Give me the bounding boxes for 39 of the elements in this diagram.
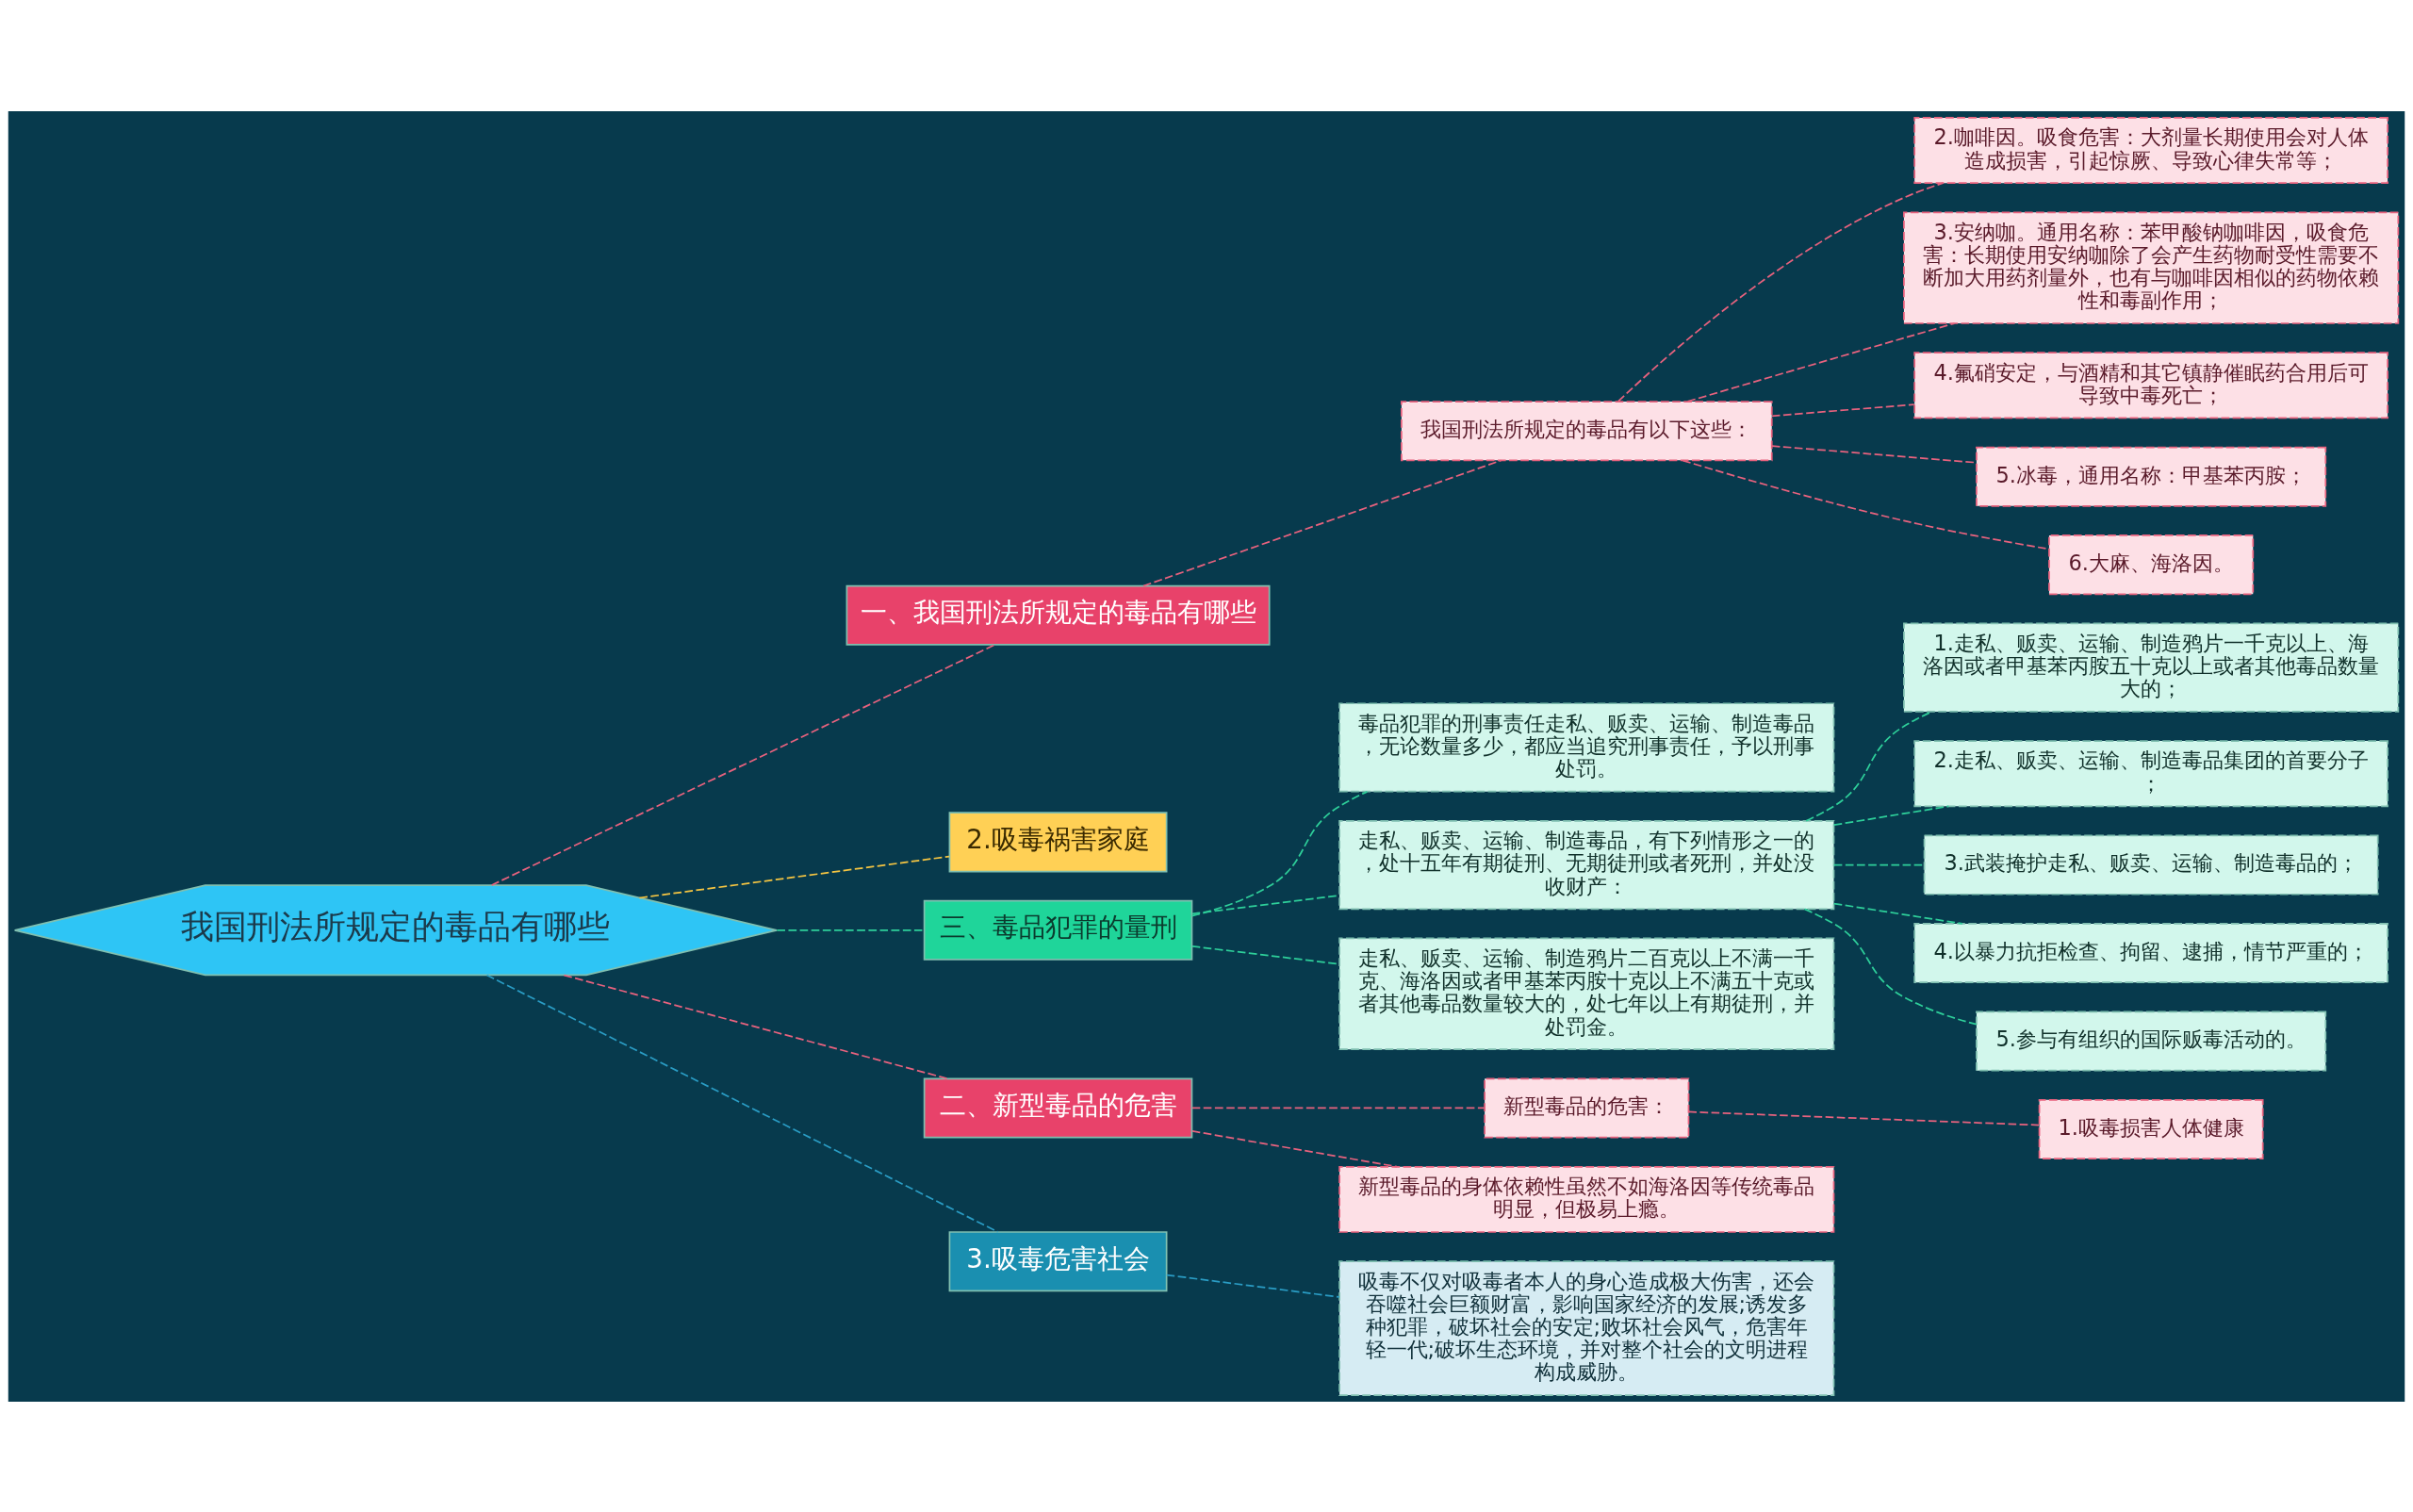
connector [1165,1274,1340,1298]
connector [1687,1110,2040,1126]
connector [1191,1129,1398,1168]
node-box: 3.武装掩护走私、贩卖、运输、制造毒品的； [1923,834,2379,896]
connector [1832,902,1963,925]
node-box: 1.吸毒损害人体健康 [2038,1098,2264,1159]
node-box: 2.走私、贩卖、运输、制造毒品集团的首要分子； [1913,739,2388,807]
node-box: 6.大麻、海洛因。 [2048,534,2255,595]
node-box: 2.咖啡因。吸食危害：大剂量长期使用会对人体造成损害，引起惊厥、导致心律失常等； [1913,116,2388,184]
node-box: 走私、贩卖、运输、制造鸦片二百克以上不满一千克、海洛因或者甲基苯丙胺十克以上不满五十克或者其他毒品数量较大的，处七年以上有期徒刑，并处罚金。 [1338,937,1835,1050]
connector [1686,321,1956,403]
node-box: 吸毒不仅对吸毒者本人的身心造成极大伤害，还会吞噬社会巨额财富，影响国家经济的发展;诱发多种犯罪，破坏社会的安定;败坏社会风气，危害年轻一代;破坏生态环境，并对整个社会的文明进程构成威胁。 [1338,1259,1835,1396]
node-box: 5.参与有组织的国际贩毒活动的。 [1976,1011,2327,1072]
node-box: 3.安纳咖。通用名称：苯甲酸钠咖啡因，吸食危害：长期使用安纳咖除了会产生药物耐受性需要不断加大用药剂量外，也有与咖啡因相似的药物依赖性和毒副作用； [1903,210,2400,324]
connector [638,855,950,898]
connector [490,643,996,886]
node-box: 3.吸毒危害社会 [948,1230,1168,1291]
node-box: 新型毒品的身体依赖性虽然不如海洛因等传统毒品明显，但极易上瘾。 [1338,1165,1835,1233]
connector [1617,181,1945,403]
connector [563,974,948,1079]
connector [1142,459,1502,586]
node-box: 1.走私、贩卖、运输、制造鸦片一千克以上、海洛因或者甲基苯丙胺五十克以上或者其他毒品数量大的； [1903,622,2400,713]
node-box: 毒品犯罪的刑事责任走私、贩卖、运输、制造毒品，无论数量多少，都应当追究刑事责任，予以刑事处罚。 [1338,701,1835,793]
node-box: 4.以暴力抗拒检查、拘留、逮捕，情节严重的； [1913,922,2388,983]
node-box: 5.冰毒，通用名称：甲基苯丙胺； [1976,446,2327,507]
connector [485,974,999,1233]
connector [1803,908,1978,1026]
node-box: 2.吸毒祸害家庭 [948,811,1168,872]
node-box: 三、毒品犯罪的量刑 [923,899,1193,961]
node-box: 4.氟硝安定，与酒精和其它镇静催眠药合用后可导致中毒死亡； [1913,351,2388,419]
node-box: 一、我国刑法所规定的毒品有哪些 [845,584,1271,646]
connector [1190,790,1369,916]
node-box: 走私、贩卖、运输、制造毒品，有下列情形之一的，处十五年有期徒刑、无期徒刑或者死刑，并处没收财产： [1338,819,1835,910]
connector [1771,403,1915,417]
node-box: 新型毒品的危害： [1484,1076,1690,1138]
connector [1191,1107,1486,1109]
node-box: 我国刑法所规定的毒品有以下这些： [1401,400,1773,461]
node-box: 二、新型毒品的危害 [923,1076,1193,1138]
connector [1832,805,1950,826]
